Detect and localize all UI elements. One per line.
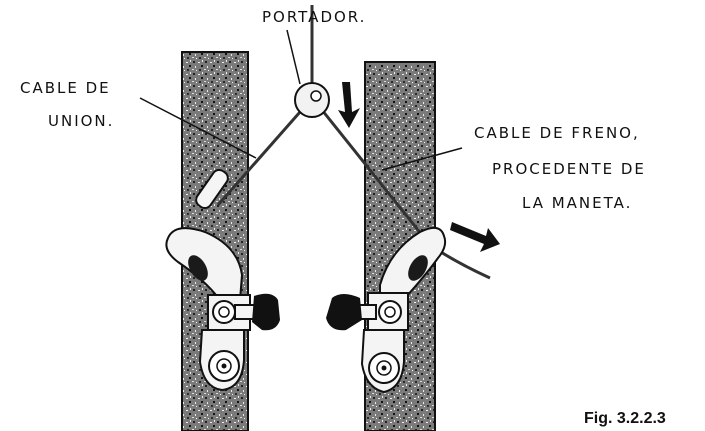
union-cable-left	[216, 111, 302, 206]
label-cable-union-line2: UNION.	[48, 112, 115, 130]
carrier-bolt	[310, 90, 322, 102]
arrow-down-icon	[338, 82, 360, 128]
label-cable-freno-line1: CABLE DE FRENO,	[474, 124, 640, 142]
label-portador: PORTADOR.	[262, 8, 367, 26]
label-cable-freno-line2: PROCEDENTE DE	[492, 160, 646, 178]
arrow-right-icon	[450, 222, 500, 252]
label-cable-union-line1: CABLE DE	[20, 79, 111, 97]
label-cable-freno-line3: LA MANETA.	[522, 194, 633, 212]
figure-caption: Fig. 3.2.2.3	[584, 410, 666, 427]
leader-cable-union	[139, 97, 257, 159]
cable-end-sleeve	[195, 168, 229, 210]
right-arm-dark-slot	[408, 255, 428, 281]
leader-portador	[286, 29, 301, 85]
leader-cable-freno	[381, 147, 463, 171]
union-cable-right	[320, 109, 432, 246]
left-brake-pad	[252, 293, 280, 331]
right-brake-pad	[326, 294, 362, 331]
left-arm-dark-slot	[188, 255, 208, 281]
